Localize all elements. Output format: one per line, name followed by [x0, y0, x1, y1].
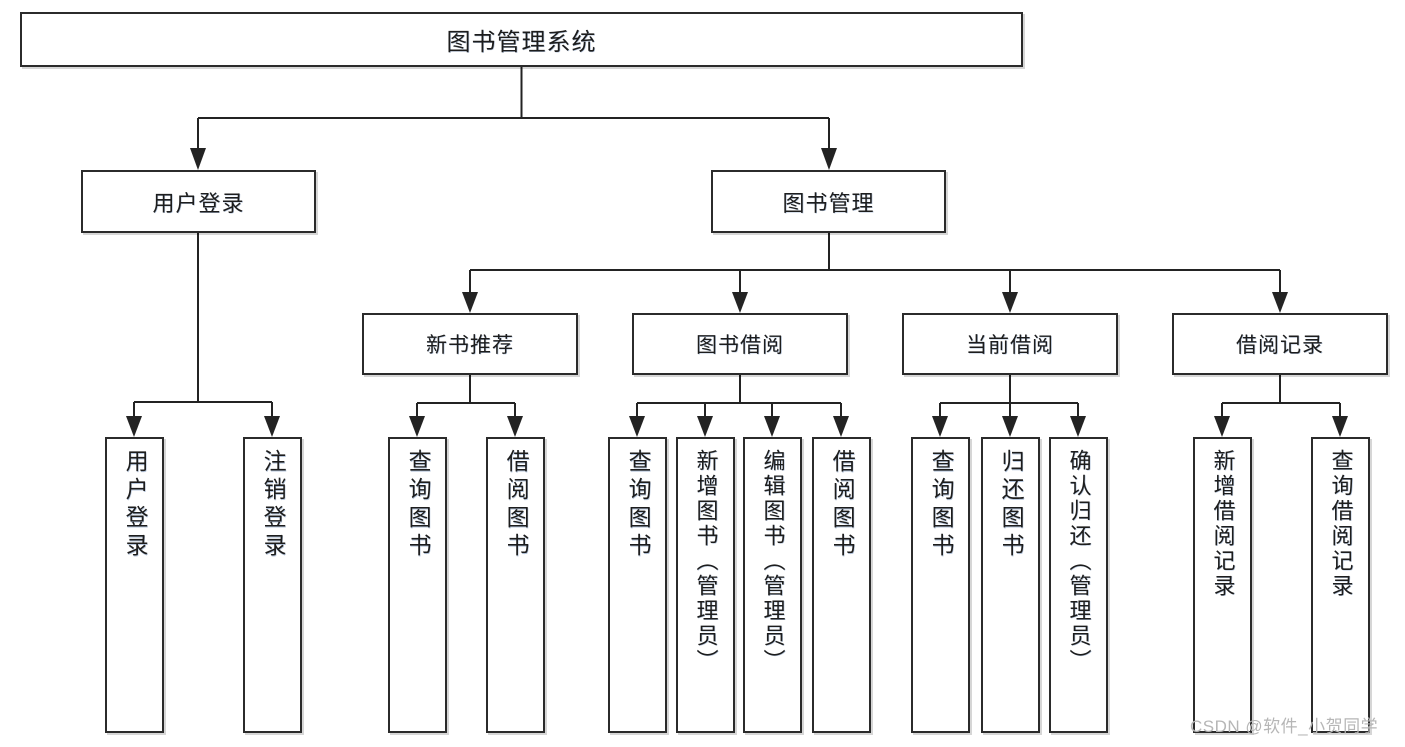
csdn-watermark: CSDN @软件_小贺同学: [1190, 717, 1379, 736]
node-leaf-query-book-1[interactable]: 查询图书: [388, 437, 447, 733]
arrowhead-leaf-borrow-book-2: [833, 416, 849, 437]
node-leaf-user-login[interactable]: 用户登录: [105, 437, 164, 733]
node-current-borrow-label: 当前借阅: [966, 334, 1054, 357]
node-leaf-return-book-label: 归还图书: [998, 449, 1025, 561]
node-book-manage-label: 图书管理: [782, 190, 875, 216]
node-leaf-borrow-book-1[interactable]: 借阅图书: [486, 437, 545, 733]
node-borrow-record[interactable]: 借阅记录: [1172, 313, 1388, 375]
node-leaf-borrow-book-2[interactable]: 借阅图书: [812, 437, 871, 733]
node-leaf-confirm-return-label: 确认归还（管理员）: [1066, 449, 1092, 674]
arrowhead-leaf-user-login: [126, 416, 142, 437]
node-root-label: 图书管理系统: [446, 29, 597, 56]
node-leaf-add-record-label: 新增借阅记录: [1210, 449, 1236, 599]
node-leaf-query-book-3[interactable]: 查询图书: [911, 437, 970, 733]
node-book-manage[interactable]: 图书管理: [711, 170, 946, 233]
node-leaf-add-record[interactable]: 新增借阅记录: [1193, 437, 1252, 733]
node-new-book-recommend[interactable]: 新书推荐: [362, 313, 578, 375]
node-leaf-query-record-label: 查询借阅记录: [1328, 449, 1354, 599]
node-book-borrow-label: 图书借阅: [696, 334, 784, 357]
arrowhead-leaf-logout-login: [264, 416, 280, 437]
arrowhead-book-manage: [821, 148, 837, 170]
arrowhead-current-borrow: [1002, 292, 1018, 313]
node-leaf-add-book-label: 新增图书（管理员）: [693, 449, 719, 674]
node-leaf-borrow-book-2-label: 借阅图书: [829, 449, 856, 561]
node-user-login-label: 用户登录: [152, 190, 245, 216]
node-user-login[interactable]: 用户登录: [81, 170, 316, 233]
arrowhead-book-borrow: [732, 292, 748, 313]
arrowhead-leaf-add-book: [697, 416, 713, 437]
arrowhead-leaf-query-book-3: [932, 416, 948, 437]
node-root[interactable]: 图书管理系统: [20, 12, 1023, 67]
arrowhead-borrow-record: [1272, 292, 1288, 313]
arrowhead-leaf-edit-book: [764, 416, 780, 437]
node-leaf-logout-login-label: 注销登录: [260, 449, 287, 561]
node-current-borrow[interactable]: 当前借阅: [902, 313, 1118, 375]
node-leaf-borrow-book-1-label: 借阅图书: [503, 449, 530, 561]
node-leaf-edit-book-label: 编辑图书（管理员）: [760, 449, 786, 674]
arrowhead-leaf-query-record: [1332, 416, 1348, 437]
node-leaf-return-book[interactable]: 归还图书: [981, 437, 1040, 733]
arrowhead-leaf-query-book-2: [629, 416, 645, 437]
arrowhead-leaf-add-record: [1214, 416, 1230, 437]
arrowhead-leaf-return-book: [1002, 416, 1018, 437]
node-leaf-confirm-return[interactable]: 确认归还（管理员）: [1049, 437, 1108, 733]
arrowhead-new-book-recommend: [462, 292, 478, 313]
node-leaf-user-login-label: 用户登录: [122, 449, 149, 561]
node-leaf-add-book[interactable]: 新增图书（管理员）: [676, 437, 735, 733]
arrowhead-user-login: [190, 148, 206, 170]
node-leaf-logout-login[interactable]: 注销登录: [243, 437, 302, 733]
node-leaf-query-book-2-label: 查询图书: [625, 449, 652, 561]
arrowhead-leaf-confirm-return: [1070, 416, 1086, 437]
node-leaf-query-book-2[interactable]: 查询图书: [608, 437, 667, 733]
node-leaf-query-book-1-label: 查询图书: [405, 449, 432, 561]
node-leaf-query-record[interactable]: 查询借阅记录: [1311, 437, 1370, 733]
node-book-borrow[interactable]: 图书借阅: [632, 313, 848, 375]
node-borrow-record-label: 借阅记录: [1236, 334, 1324, 357]
node-leaf-query-book-3-label: 查询图书: [928, 449, 955, 561]
node-leaf-edit-book[interactable]: 编辑图书（管理员）: [743, 437, 802, 733]
node-new-book-recommend-label: 新书推荐: [426, 334, 514, 357]
arrowhead-leaf-borrow-book-1: [507, 416, 523, 437]
arrowhead-leaf-query-book-1: [409, 416, 425, 437]
